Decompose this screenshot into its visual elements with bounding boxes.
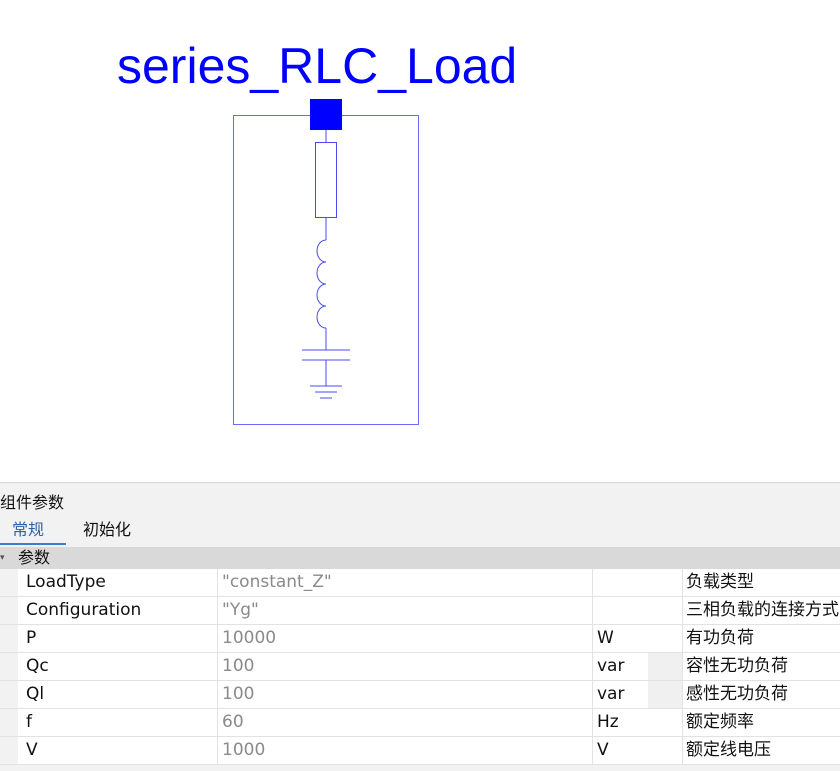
param-name: LoadType xyxy=(18,569,218,596)
param-description: 负载类型 xyxy=(686,572,754,592)
row-gutter xyxy=(0,653,18,680)
param-description: 额定频率 xyxy=(686,712,754,732)
diagram-canvas[interactable]: series_RLC_Load xyxy=(0,0,840,482)
rlc-load-schematic[interactable] xyxy=(0,0,840,482)
param-unit xyxy=(593,569,683,596)
table-row-p[interactable]: P 10000 W 有功负荷 xyxy=(0,625,840,653)
param-description: 额定线电压 xyxy=(686,740,771,760)
table-row-ql[interactable]: Ql 100 var 感性无功负荷 xyxy=(0,681,840,709)
param-name: Ql xyxy=(18,681,218,708)
param-value[interactable]: 100 xyxy=(218,681,593,708)
table-row-loadtype[interactable]: LoadType "constant_Z" 负载类型 xyxy=(0,569,840,597)
table-row-v[interactable]: V 1000 V 额定线电压 xyxy=(0,737,840,765)
param-unit: var xyxy=(593,653,683,680)
row-gutter xyxy=(0,597,18,624)
param-unit: V xyxy=(593,737,683,764)
param-unit xyxy=(593,597,683,624)
param-name: f xyxy=(18,709,218,736)
param-name: Qc xyxy=(18,653,218,680)
row-gutter xyxy=(0,625,18,652)
component-parameters-panel: 组件参数 常规 初始化 ▾ 参数 LoadType "constant_Z" 负… xyxy=(0,482,840,771)
param-name: Configuration xyxy=(18,597,218,624)
row-gutter xyxy=(0,737,18,764)
connection-port[interactable] xyxy=(310,99,342,130)
row-gutter xyxy=(0,709,18,736)
param-value[interactable]: 1000 xyxy=(218,737,593,764)
panel-title: 组件参数 xyxy=(0,493,65,512)
table-row-f[interactable]: f 60 Hz 额定频率 xyxy=(0,709,840,737)
param-value[interactable]: 100 xyxy=(218,653,593,680)
table-row-qc[interactable]: Qc 100 var 容性无功负荷 xyxy=(0,653,840,681)
table-row-configuration[interactable]: Configuration "Yg" 三相负载的连接方式 xyxy=(0,597,840,625)
parameter-group-header[interactable]: ▾ 参数 xyxy=(0,547,840,569)
parameter-table: LoadType "constant_Z" 负载类型 Configuration… xyxy=(0,569,840,765)
param-unit: Hz xyxy=(593,709,683,736)
tab-general[interactable]: 常规 xyxy=(0,519,66,545)
resistor-symbol xyxy=(315,142,337,218)
param-name: P xyxy=(18,625,218,652)
param-value[interactable]: 60 xyxy=(218,709,593,736)
component-title: series_RLC_Load xyxy=(117,38,518,94)
row-gutter xyxy=(0,569,18,596)
param-value[interactable]: "constant_Z" xyxy=(218,569,593,596)
param-description: 三相负载的连接方式 xyxy=(686,600,839,620)
inductor-symbol xyxy=(316,239,327,329)
parameter-group-label: 参数 xyxy=(18,548,51,567)
row-gutter xyxy=(0,681,18,708)
param-unit: var xyxy=(593,681,683,708)
collapse-arrow-icon[interactable]: ▾ xyxy=(0,553,5,563)
param-value[interactable]: 10000 xyxy=(218,625,593,652)
param-name: V xyxy=(18,737,218,764)
param-description: 有功负荷 xyxy=(686,628,754,648)
param-unit: W xyxy=(593,625,683,652)
param-description: 感性无功负荷 xyxy=(686,684,788,704)
tab-initialization[interactable]: 初始化 xyxy=(83,520,132,539)
param-description: 容性无功负荷 xyxy=(686,656,788,676)
param-value[interactable]: "Yg" xyxy=(218,597,593,624)
